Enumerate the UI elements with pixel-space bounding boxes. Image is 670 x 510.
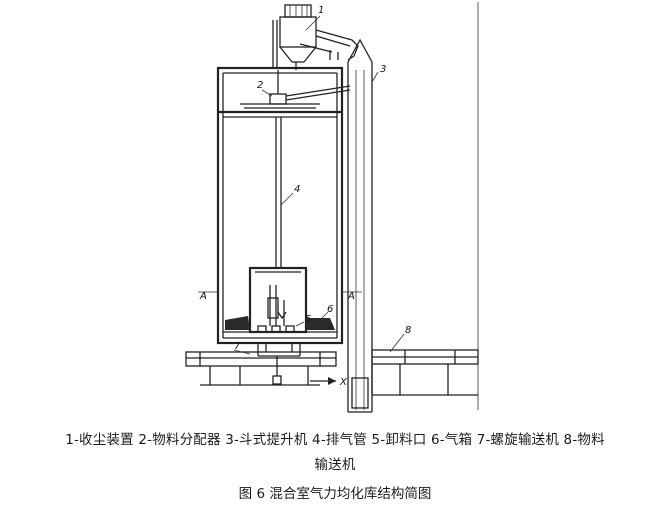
- axis-mark: X: [310, 377, 348, 388]
- callout-2: 2: [257, 80, 263, 91]
- callout-3: 3: [380, 64, 386, 75]
- legend-line-2: 输送机: [314, 457, 356, 473]
- callout-8: 8: [405, 325, 411, 336]
- callout-7: 7: [234, 341, 241, 352]
- bucket-elevator: [347, 38, 373, 413]
- mixing-chamber: [248, 266, 308, 334]
- axis-mark-x: X: [339, 377, 348, 388]
- exhaust-pipe: [275, 117, 282, 268]
- callout-leaders: [233, 15, 405, 355]
- section-marks: A A: [198, 291, 362, 302]
- callout-1: 1: [318, 5, 324, 16]
- material-distributor: [240, 70, 351, 109]
- silo-structure-diagram: A A X 1 2 3 4 5 6 7 8: [185, 2, 479, 413]
- aeration-box: [223, 316, 337, 339]
- callout-5: 5: [305, 314, 311, 325]
- figure-caption: 图 6 混合室气力均化库结构简图: [238, 486, 432, 502]
- discharge-outlet: [257, 343, 301, 357]
- figure-legend: 1-收尘装置 2-物料分配器 3-斗式提升机 4-排气管 5-卸料口 6-气箱 …: [0, 428, 670, 478]
- screw-conveyor: [185, 351, 337, 386]
- legend-line-1: 1-收尘装置 2-物料分配器 3-斗式提升机 4-排气管 5-卸料口 6-气箱 …: [65, 432, 605, 448]
- callout-4: 4: [294, 184, 300, 195]
- silo-body: [216, 66, 344, 345]
- section-mark-left: A: [199, 291, 207, 302]
- section-mark-right: A: [347, 291, 355, 302]
- callout-6: 6: [327, 304, 333, 315]
- dust-collector: [272, 4, 359, 70]
- material-conveyor: [371, 349, 479, 396]
